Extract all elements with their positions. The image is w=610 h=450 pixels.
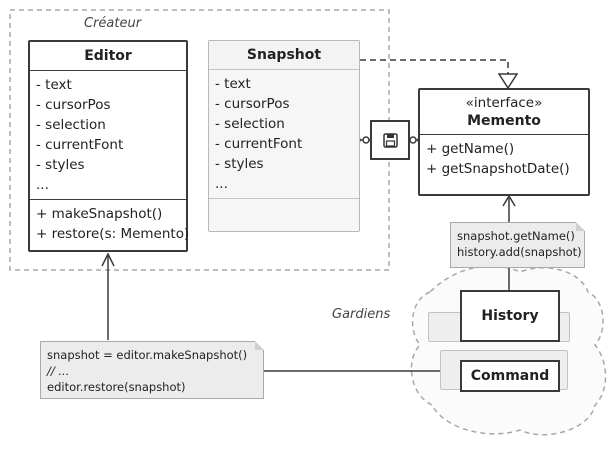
realization-arrowhead	[497, 73, 519, 90]
snapshot-field: - currentFont	[215, 136, 303, 152]
snapshot-methods	[209, 199, 359, 227]
command-note-line: snapshot = editor.makeSnapshot()	[47, 348, 248, 362]
editor-field: - currentFont	[36, 137, 124, 153]
snapshot-field: - styles	[215, 156, 264, 172]
history-note-line: history.add(snapshot)	[457, 245, 582, 259]
editor-fields: - text - cursorPos - selection - current…	[30, 71, 186, 200]
caretaker-group-label: Gardiens	[332, 307, 391, 322]
snapshot-fields: - text - cursorPos - selection - current…	[209, 70, 359, 199]
realization-line	[360, 59, 509, 74]
editor-methods: + makeSnapshot() + restore(s: Memento)	[30, 200, 190, 248]
memento-methods: + getName() + getSnapshotDate()	[420, 135, 588, 183]
memento-method: + getName()	[426, 141, 515, 157]
snapshot-class: Snapshot - text - cursorPos - selection …	[208, 40, 360, 232]
editor-field: - styles	[36, 157, 85, 173]
snapshot-field: - selection	[215, 116, 285, 132]
snapshot-class-name: Snapshot	[209, 41, 359, 70]
command-note-line: // ...	[47, 364, 70, 378]
editor-class-name: Editor	[30, 42, 186, 71]
editor-method: + makeSnapshot()	[36, 206, 163, 222]
editor-field: ...	[36, 177, 49, 193]
history-class: History	[460, 290, 560, 342]
save-connector	[370, 120, 410, 160]
snapshot-field: ...	[215, 176, 228, 192]
command-class: Command	[460, 360, 560, 392]
editor-method: + restore(s: Memento)	[36, 226, 190, 242]
editor-class: Editor - text - cursorPos - selection - …	[28, 40, 190, 252]
command-note: snapshot = editor.makeSnapshot() // ... …	[40, 341, 264, 399]
editor-field: - text	[36, 77, 72, 93]
history-note: snapshot.getName() history.add(snapshot)	[450, 222, 585, 268]
snapshot-field: - cursorPos	[215, 96, 290, 112]
memento-method: + getSnapshotDate()	[426, 161, 570, 177]
history-note-line: snapshot.getName()	[457, 229, 575, 243]
originator-group-label: Créateur	[84, 16, 142, 31]
memento-header: «interface» Memento	[420, 90, 588, 135]
editor-field: - cursorPos	[36, 97, 111, 113]
memento-stereotype: «interface»	[465, 95, 543, 111]
memento-interface: «interface» Memento + getName() + getSna…	[418, 88, 590, 196]
editor-field: - selection	[36, 117, 106, 133]
memento-class-name: Memento	[467, 113, 541, 129]
floppy-disk-icon	[383, 133, 398, 148]
command-note-line: editor.restore(snapshot)	[47, 380, 186, 394]
snapshot-field: - text	[215, 76, 251, 92]
